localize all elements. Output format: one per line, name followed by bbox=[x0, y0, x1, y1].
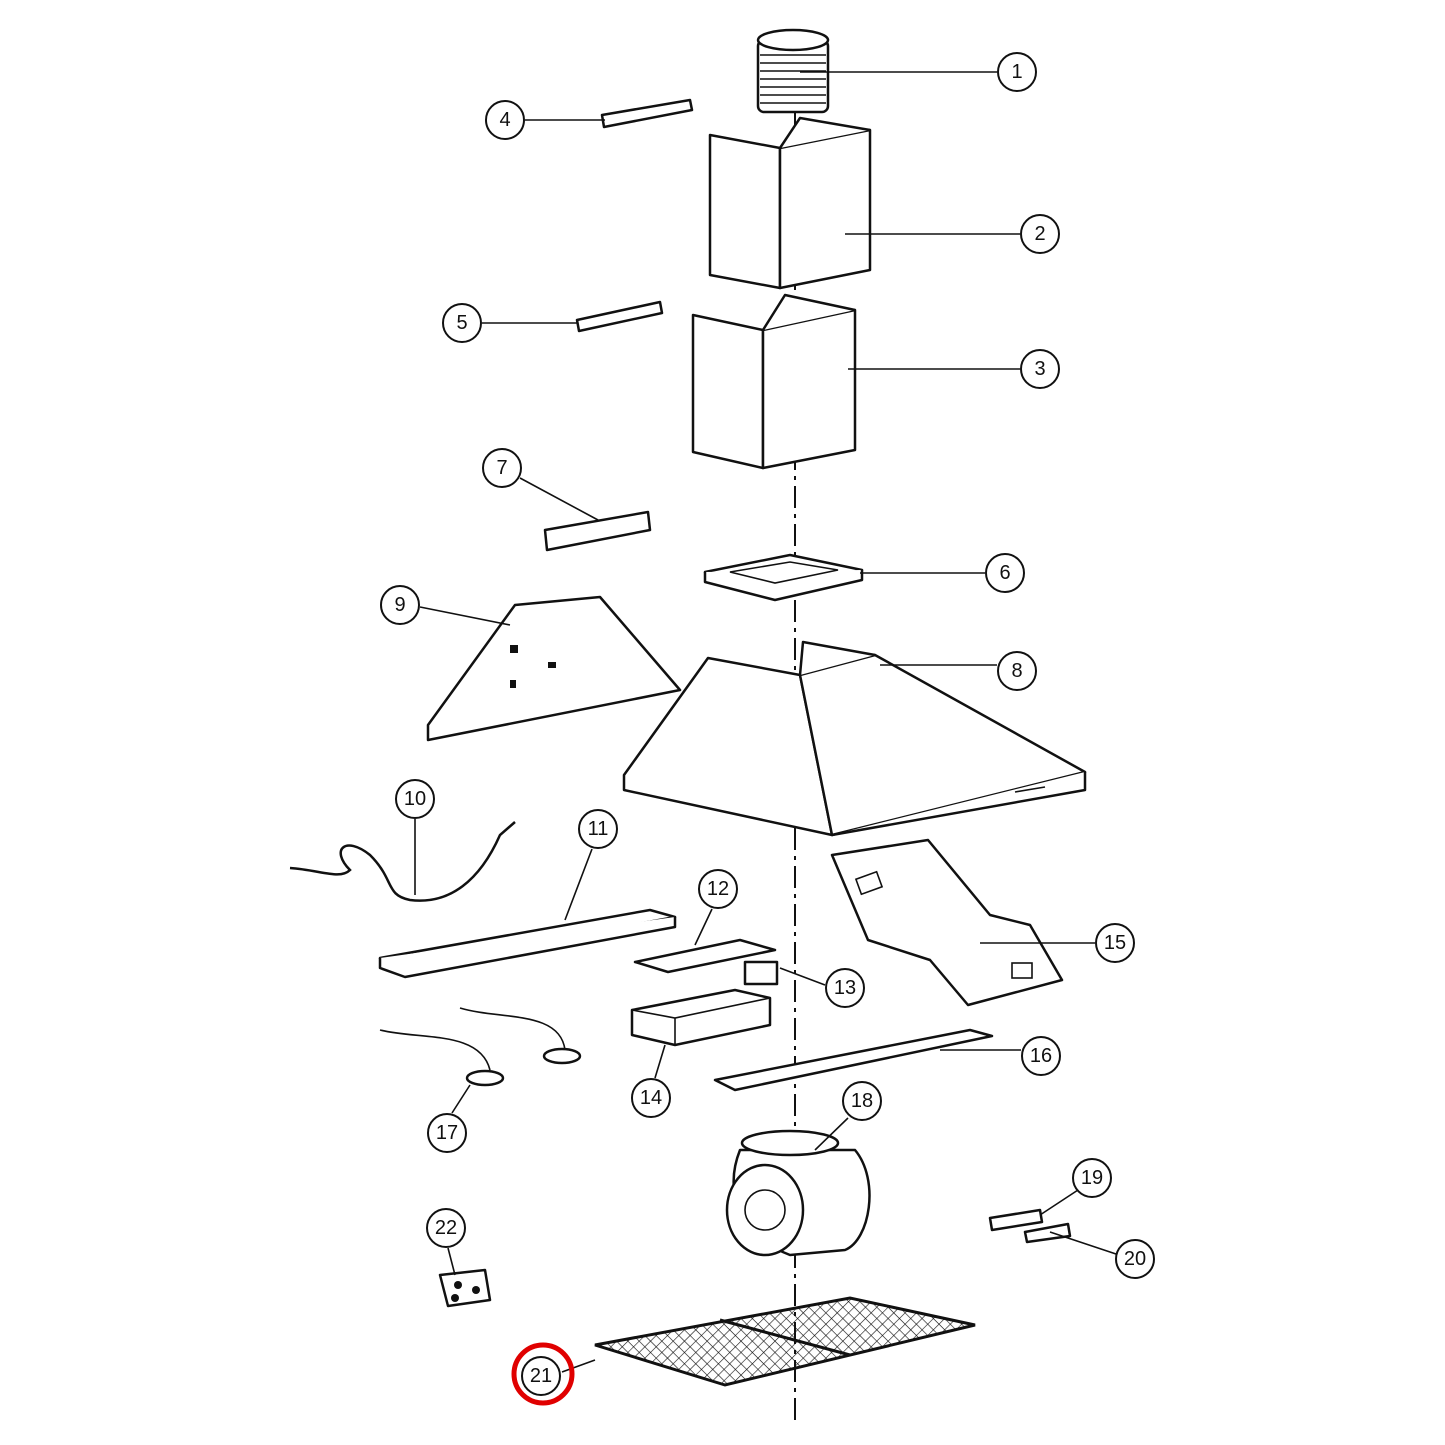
callout-15: 15 bbox=[1095, 923, 1135, 963]
callout-2: 2 bbox=[1020, 214, 1060, 254]
part-13-capacitor bbox=[743, 960, 779, 986]
svg-text:5: 5 bbox=[456, 312, 467, 334]
svg-text:14: 14 bbox=[640, 1087, 662, 1109]
svg-text:17: 17 bbox=[436, 1122, 458, 1144]
svg-text:16: 16 bbox=[1030, 1045, 1052, 1067]
svg-text:6: 6 bbox=[999, 562, 1010, 584]
part-22-plate bbox=[438, 1268, 492, 1308]
callout-19: 19 bbox=[1072, 1158, 1112, 1198]
svg-text:20: 20 bbox=[1124, 1248, 1146, 1270]
svg-text:11: 11 bbox=[588, 818, 609, 840]
callout-17: 17 bbox=[427, 1113, 467, 1153]
callout-8: 8 bbox=[997, 651, 1037, 691]
callout-9: 9 bbox=[380, 585, 420, 625]
svg-text:15: 15 bbox=[1104, 932, 1126, 954]
part-2-upper-chimney bbox=[708, 116, 872, 290]
callout-11: 11 bbox=[578, 809, 618, 849]
part-21-grease-filter bbox=[594, 1296, 976, 1387]
callout-10: 10 bbox=[395, 779, 435, 819]
part-11-light-panel bbox=[378, 908, 677, 979]
callout-4: 4 bbox=[485, 100, 525, 140]
part-14-electrical-box bbox=[630, 988, 772, 1047]
callout-5: 5 bbox=[442, 303, 482, 343]
callout-14: 14 bbox=[631, 1078, 671, 1118]
svg-text:4: 4 bbox=[499, 109, 510, 131]
callout-7: 7 bbox=[482, 448, 522, 488]
part-5-bracket bbox=[575, 300, 664, 333]
svg-text:12: 12 bbox=[707, 878, 729, 900]
svg-text:3: 3 bbox=[1034, 358, 1045, 380]
svg-text:2: 2 bbox=[1034, 223, 1045, 245]
svg-text:19: 19 bbox=[1081, 1167, 1103, 1189]
svg-text:18: 18 bbox=[851, 1090, 873, 1112]
svg-text:7: 7 bbox=[496, 457, 507, 479]
part-19-switch bbox=[988, 1208, 1044, 1232]
part-7-control-board bbox=[543, 510, 652, 552]
callout-20: 20 bbox=[1115, 1239, 1155, 1279]
part-12-cover bbox=[633, 938, 777, 974]
callout-21: 21 bbox=[521, 1356, 561, 1396]
part-15-baffle-plate bbox=[830, 838, 1064, 1007]
callout-18: 18 bbox=[842, 1081, 882, 1121]
part-17-lamps bbox=[379, 1007, 582, 1087]
svg-text:1: 1 bbox=[1011, 61, 1022, 83]
part-8-hood-canopy bbox=[622, 640, 1087, 837]
svg-text:13: 13 bbox=[834, 977, 856, 999]
callout-3: 3 bbox=[1020, 349, 1060, 389]
callout-12: 12 bbox=[698, 869, 738, 909]
part-20-switch bbox=[1023, 1222, 1072, 1244]
part-9-back-panel bbox=[426, 595, 682, 742]
callout-1: 1 bbox=[997, 52, 1037, 92]
part-18-blower-motor bbox=[725, 1129, 871, 1257]
callout-13: 13 bbox=[825, 968, 865, 1008]
callout-6: 6 bbox=[985, 553, 1025, 593]
callout-16: 16 bbox=[1021, 1036, 1061, 1076]
part-4-bracket bbox=[600, 98, 694, 129]
part-3-lower-chimney bbox=[691, 293, 857, 470]
highlight-circle bbox=[511, 1342, 575, 1406]
svg-text:21: 21 bbox=[530, 1365, 552, 1387]
svg-text:9: 9 bbox=[394, 594, 405, 616]
part-10-power-cord bbox=[289, 821, 516, 902]
part-1-flex-duct bbox=[756, 28, 830, 114]
svg-text:22: 22 bbox=[435, 1217, 457, 1239]
leader-lines bbox=[414, 71, 1117, 1373]
part-16-rail bbox=[713, 1028, 994, 1092]
svg-text:8: 8 bbox=[1011, 660, 1022, 682]
callout-22: 22 bbox=[426, 1208, 466, 1248]
svg-text:10: 10 bbox=[404, 788, 426, 810]
part-6-frame bbox=[703, 553, 864, 602]
